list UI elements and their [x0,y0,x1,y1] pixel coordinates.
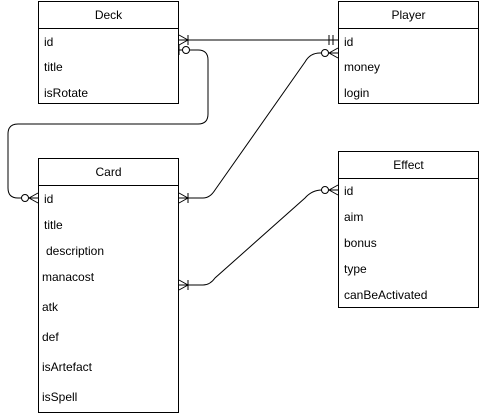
entity-field: title [44,60,63,74]
crowfoot-zero-or-many-icon [321,184,339,196]
entity-title: Card [39,159,178,186]
entity-title: Deck [39,2,178,29]
crowfoot-one-or-many-icon [178,279,189,291]
crowfoot-zero-or-many-icon [21,192,39,204]
entity-field: id [344,184,354,198]
edge-card-player [179,52,338,199]
edge-deck-card [7,49,209,199]
entity-title: Effect [339,152,478,179]
edge-card-effect [179,189,338,286]
entity-deck[interactable]: Deck id title isRotate [38,1,179,104]
crowfoot-zero-or-one-icon [178,45,190,55]
crowfoot-one-only-icon [328,35,334,45]
entity-title: Player [339,2,478,29]
entity-field: money [344,60,381,74]
entity-field: id [344,35,354,49]
entity-field: isRotate [44,86,89,100]
entity-field: canBeActivated [344,288,428,302]
entity-field: id [44,35,54,49]
crowfoot-one-or-many-icon [178,34,189,46]
entity-field: isArtefact [42,360,93,374]
entity-effect[interactable]: Effect id aim bonus type canBeActivated [338,151,479,308]
entity-field: def [42,330,59,344]
entity-field: title [44,218,63,232]
entity-field: login [344,86,370,100]
entity-field: id [44,192,54,206]
entity-field: aim [344,210,364,224]
entity-field: manacost [42,270,95,284]
crowfoot-zero-or-many-icon [321,47,339,59]
entity-field: isSpell [42,390,78,404]
entity-field: description [46,244,105,258]
entity-player[interactable]: Player id money login [338,1,479,104]
entity-field: bonus [344,236,377,250]
crowfoot-one-or-many-icon [178,192,189,204]
entity-card[interactable]: Card id title description manacost atk d… [38,158,179,413]
entity-field: atk [42,300,59,314]
entity-field: type [344,262,367,276]
